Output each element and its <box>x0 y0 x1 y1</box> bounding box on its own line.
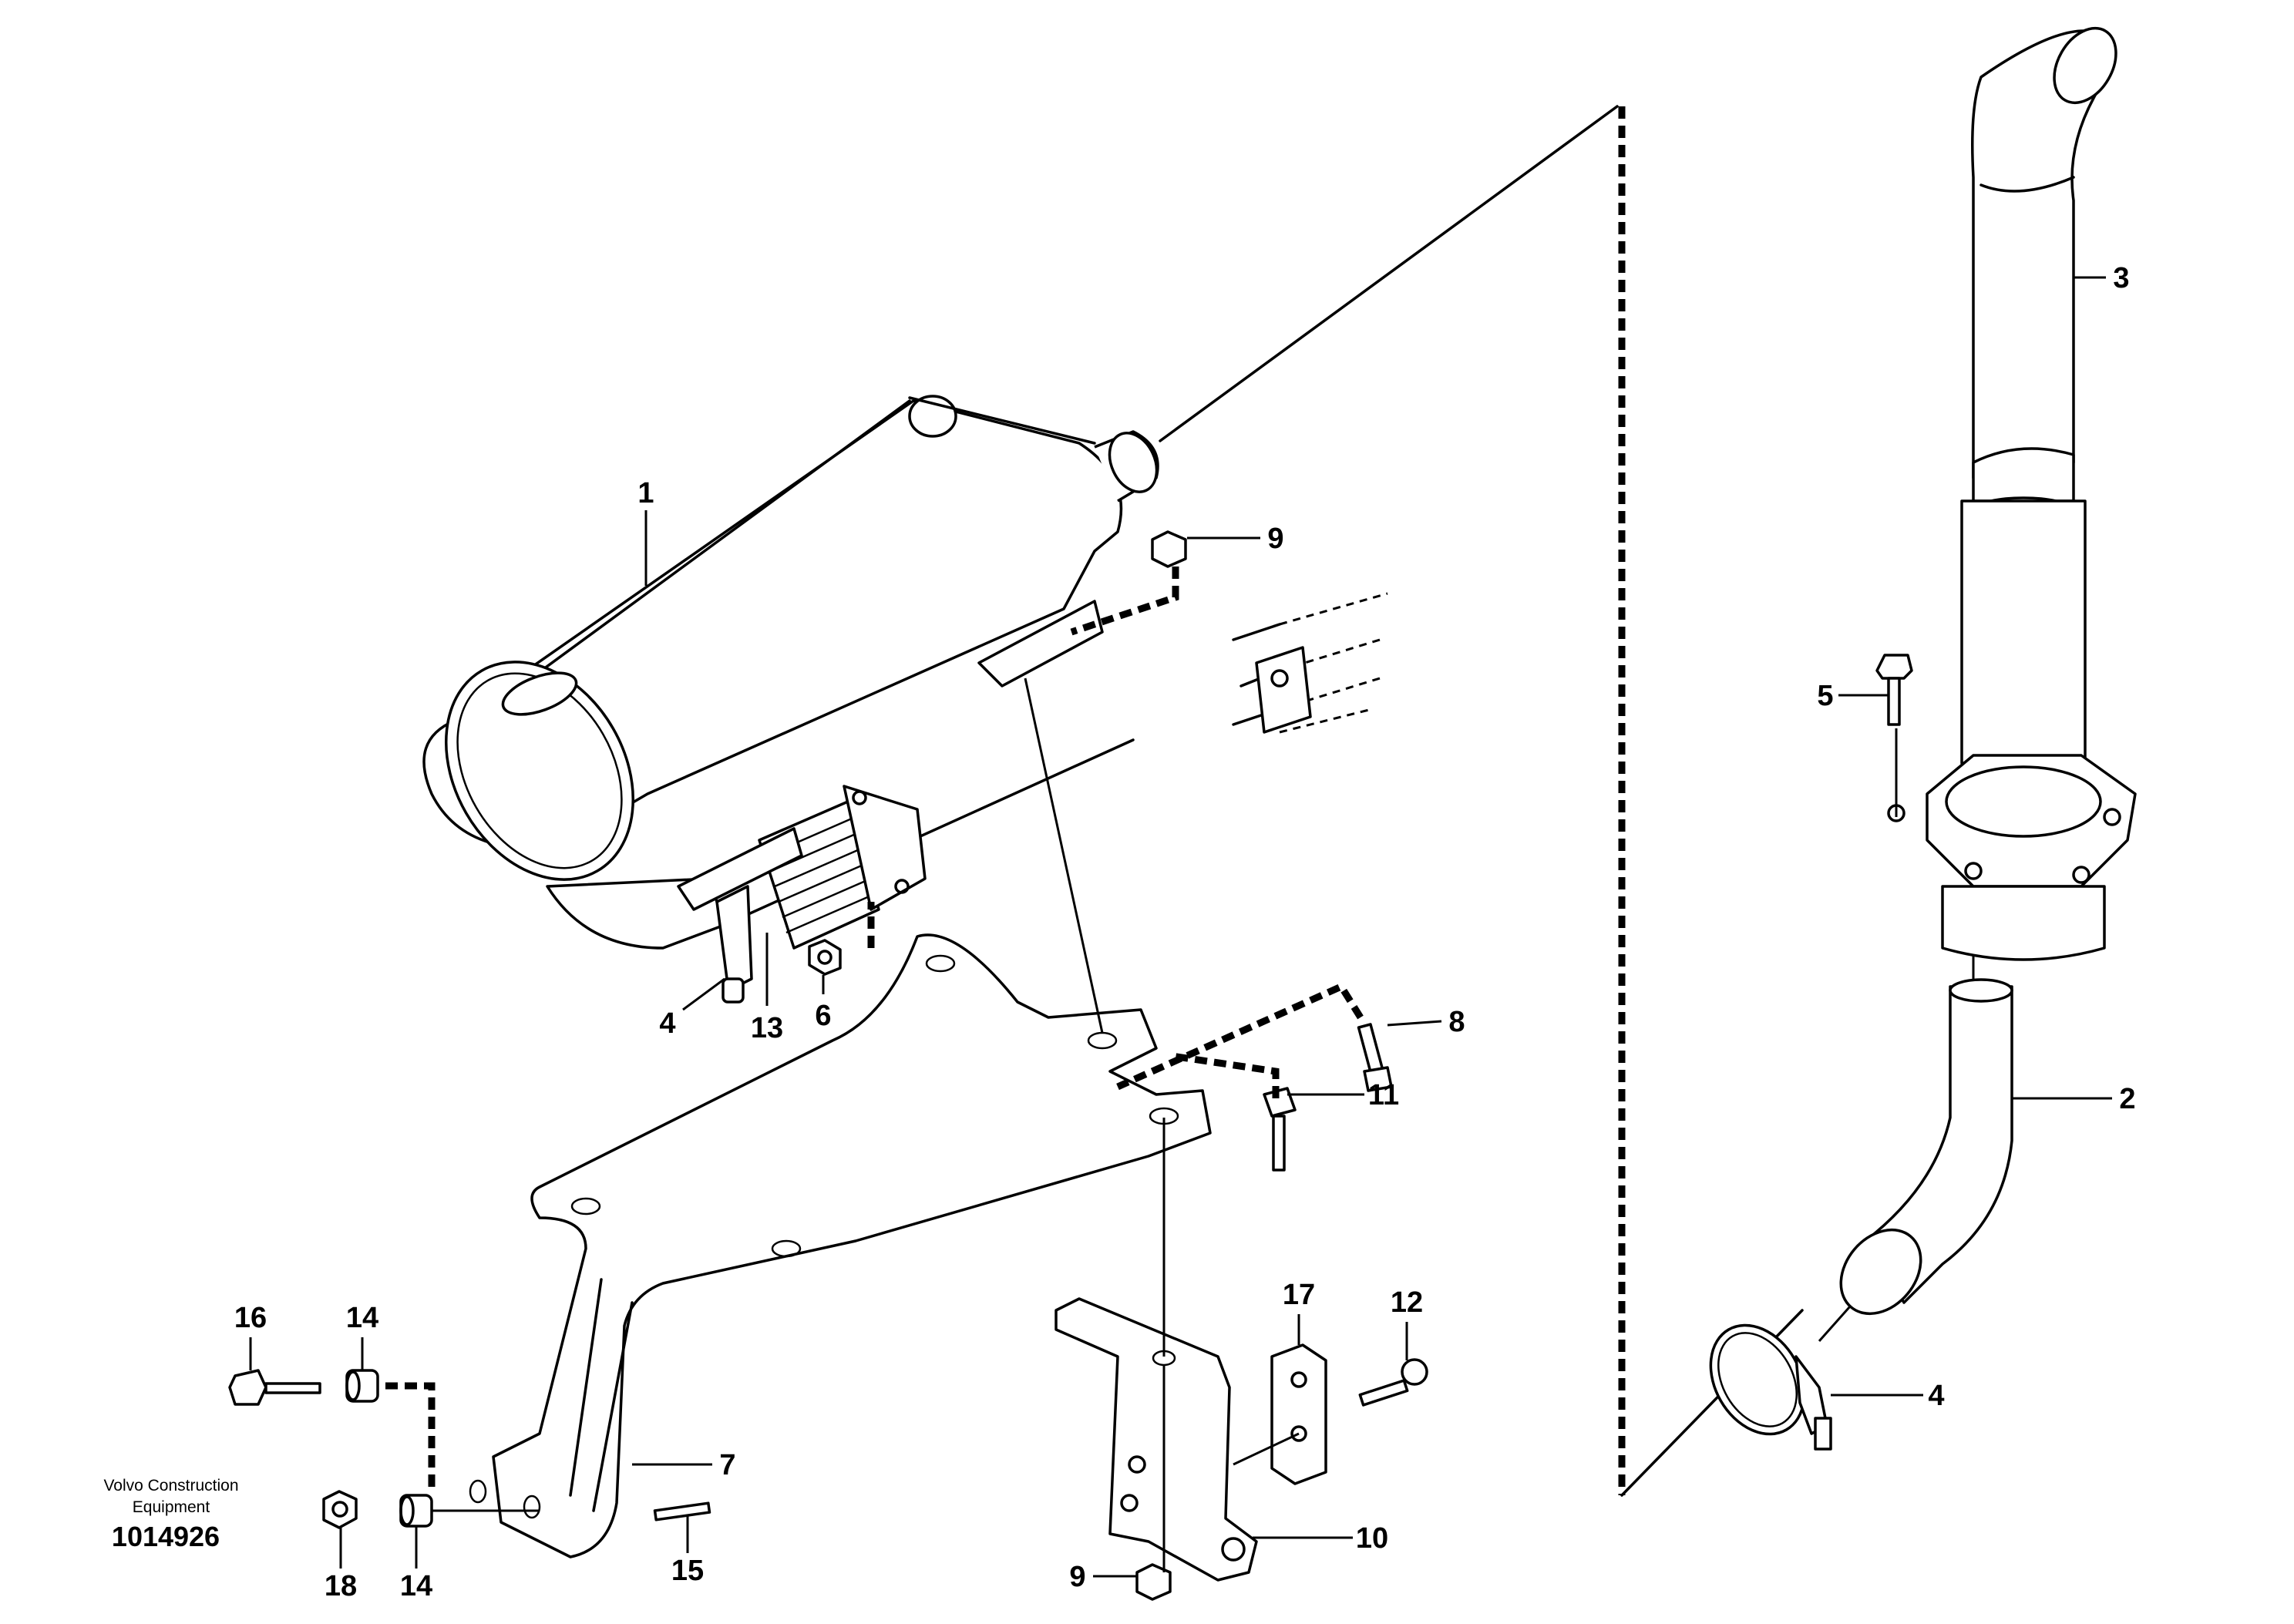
flex-bellows-part <box>758 785 927 950</box>
callout-9-bottom: 9 <box>1069 1561 1085 1593</box>
callout-2: 2 <box>2119 1083 2135 1115</box>
callout-4-clamp: 4 <box>1928 1380 1944 1412</box>
callout-13: 13 <box>751 1012 783 1044</box>
muffler-strap-bracket <box>677 600 1104 911</box>
clamp-part <box>1709 1323 1832 1451</box>
callout-15: 15 <box>671 1555 704 1587</box>
callout-8: 8 <box>1448 1006 1465 1038</box>
callout-12: 12 <box>1391 1286 1423 1319</box>
callout-5: 5 <box>1817 680 1833 712</box>
callout-9-top: 9 <box>1267 523 1283 555</box>
callout-6: 6 <box>815 1000 831 1032</box>
callout-11: 11 <box>1368 1079 1399 1111</box>
callout-10: 10 <box>1356 1522 1388 1555</box>
main-bracket-part <box>469 933 1212 1558</box>
support-bracket-part <box>1054 1297 1327 1582</box>
callout-17: 17 <box>1283 1279 1315 1311</box>
exhaust-stack-part <box>1887 26 2137 961</box>
dashed-fastener-paths <box>385 567 1364 1488</box>
bolts <box>228 530 1913 1601</box>
callout-18: 18 <box>325 1570 357 1602</box>
brand-name-line2: Equipment <box>133 1498 210 1516</box>
callout-labels: 1 3 2 4 4 5 6 7 8 9 9 10 11 12 13 14 14 … <box>234 262 2136 1602</box>
nut-part <box>808 939 842 976</box>
callout-14-upper: 14 <box>346 1302 378 1334</box>
callout-4-drain: 4 <box>659 1007 675 1040</box>
elbow-pipe-part <box>1839 978 2013 1316</box>
document-number: 1014926 <box>112 1521 220 1552</box>
footer-branding: Volvo Construction Equipment 1014926 <box>103 1477 238 1552</box>
drain-fitting-part <box>715 885 753 1004</box>
callout-3: 3 <box>2113 262 2129 294</box>
assembly-boundary-line <box>1159 105 1804 1497</box>
brand-name-line1: Volvo Construction <box>103 1477 238 1495</box>
callout-1: 1 <box>637 477 654 509</box>
callout-16: 16 <box>234 1302 267 1334</box>
callout-14-lower: 14 <box>400 1570 432 1602</box>
leader-lines <box>249 276 2112 1578</box>
callout-7: 7 <box>719 1449 735 1481</box>
muffler-part <box>422 395 1159 950</box>
mounting-studs <box>1232 592 1388 734</box>
